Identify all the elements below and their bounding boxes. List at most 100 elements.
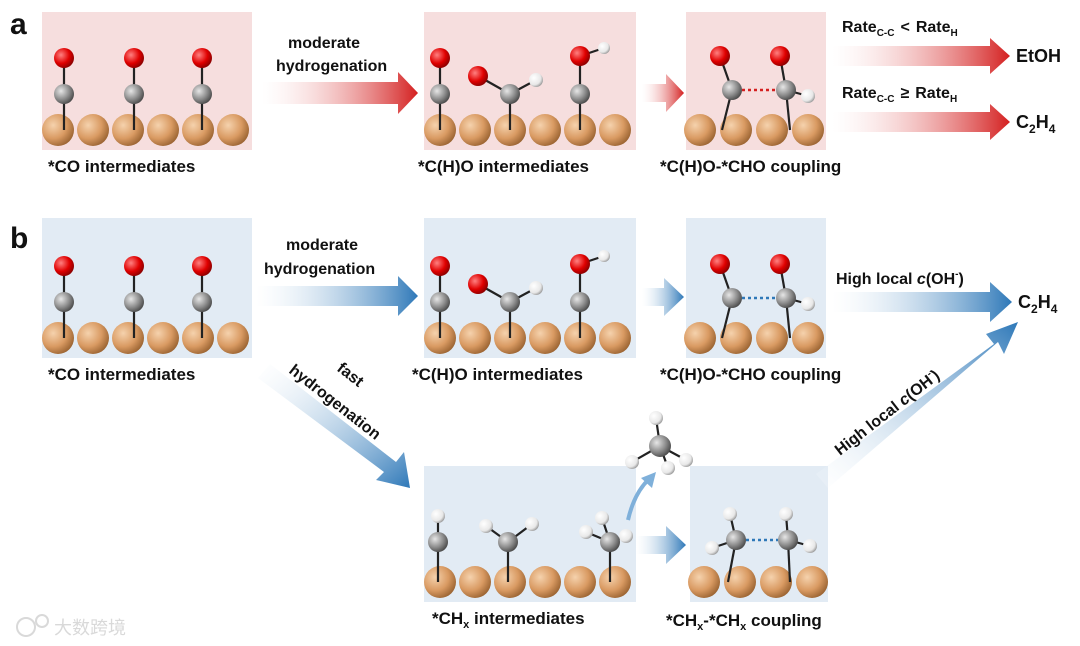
copper-atom xyxy=(42,322,74,354)
copper-atom xyxy=(684,114,716,146)
hydrogen-atom xyxy=(595,511,609,525)
copper-atom xyxy=(792,322,824,354)
copper-atom xyxy=(684,322,716,354)
copper-atom xyxy=(42,114,74,146)
carbon-atom xyxy=(192,292,212,312)
label-co-intermediates-b: *CO intermediates xyxy=(48,365,195,384)
panel-letter-a: a xyxy=(10,8,27,41)
watermark: 大数跨境 xyxy=(16,614,126,638)
carbon-atom xyxy=(722,288,742,308)
carbon-atom xyxy=(570,292,590,312)
carbon-atom xyxy=(776,80,796,100)
carbon-atom xyxy=(600,532,620,552)
oxygen-atom xyxy=(192,48,212,68)
arrow-desorption-ch4 xyxy=(626,472,656,521)
copper-atom xyxy=(424,566,456,598)
carbon-atom xyxy=(722,80,742,100)
rate-condition-etoh: RateC-C<RateH xyxy=(842,19,958,39)
label-co-intermediates-a: *CO intermediates xyxy=(48,157,195,176)
oxygen-atom xyxy=(570,46,590,66)
hydrogen-atom xyxy=(598,250,610,262)
oxygen-atom xyxy=(124,256,144,276)
box-chx-intermediates xyxy=(424,466,636,602)
carbon-atom xyxy=(776,288,796,308)
hydrogen-atom xyxy=(705,541,719,555)
carbon-atom xyxy=(498,532,518,552)
arrow-to-c2h4-a xyxy=(832,104,1010,140)
copper-atom xyxy=(529,322,561,354)
arrow-to-chx-coupling xyxy=(636,526,686,564)
hydrogen-atom xyxy=(801,89,815,103)
label-chx-coupling: *CHx-*CHx coupling xyxy=(666,611,822,633)
hydrogen-atom xyxy=(661,461,675,475)
carbon-atom xyxy=(649,435,671,457)
carbon-atom xyxy=(54,84,74,104)
hydrogen-atom xyxy=(431,509,445,523)
hydrogen-atom xyxy=(625,455,639,469)
copper-atom xyxy=(112,114,144,146)
hydrogen-atom xyxy=(619,529,633,543)
carbon-atom xyxy=(778,530,798,550)
ch4-molecule-desorbed xyxy=(625,411,693,475)
carbon-atom xyxy=(570,84,590,104)
arrow-to-etoh xyxy=(832,38,1010,74)
product-c2h4-a: C2H4 xyxy=(1016,112,1056,136)
oxygen-atom xyxy=(570,254,590,274)
copper-atom xyxy=(564,566,596,598)
hydrogen-atom xyxy=(525,517,539,531)
arrow-label-fast: fast xyxy=(334,360,367,391)
hydrogen-atom xyxy=(779,507,793,521)
hydrogen-atom xyxy=(598,42,610,54)
box-cho-coupling-b xyxy=(684,218,826,358)
product-etoh: EtOH xyxy=(1016,46,1061,66)
copper-atom xyxy=(217,322,249,354)
carbon-atom xyxy=(430,84,450,104)
copper-atom xyxy=(792,114,824,146)
oxygen-atom xyxy=(430,256,450,276)
box-co-intermediates-a xyxy=(42,12,252,150)
copper-atom xyxy=(599,114,631,146)
copper-atom xyxy=(182,114,214,146)
high-local-oh-diagonal: High local c(OH-) xyxy=(831,365,943,459)
copper-atom xyxy=(77,322,109,354)
oxygen-atom xyxy=(710,46,730,66)
hydrogen-atom xyxy=(529,73,543,87)
copper-atom xyxy=(796,566,828,598)
oxygen-atom xyxy=(54,256,74,276)
label-chx-intermediates: *CHx intermediates xyxy=(432,609,585,631)
arrow-to-coupling-a xyxy=(642,74,684,112)
arrow-diagonal-to-c2h4 xyxy=(816,322,1018,488)
hydrogen-atom xyxy=(579,525,593,539)
hydrogen-atom xyxy=(679,453,693,467)
box-chx-coupling xyxy=(688,466,828,602)
box-cho-coupling-a xyxy=(684,12,826,150)
arrow-label-moderate-a: moderate xyxy=(288,35,360,52)
arrow-moderate-hydrogenation-a xyxy=(262,72,418,114)
box-cho-intermediates-a xyxy=(424,12,636,150)
carbon-atom xyxy=(428,532,448,552)
label-cho-coupling-b: *C(H)O-*CHO coupling xyxy=(660,365,841,384)
arrow-to-coupling-b xyxy=(642,278,684,316)
arrow-moderate-hydrogenation-b xyxy=(256,276,418,316)
label-cho-coupling-a: *C(H)O-*CHO coupling xyxy=(660,157,841,176)
copper-atom xyxy=(459,114,491,146)
label-cho-intermediates-a: *C(H)O intermediates xyxy=(418,157,589,176)
label-cho-intermediates-b: *C(H)O intermediates xyxy=(412,365,583,384)
copper-atom xyxy=(720,322,752,354)
carbon-atom xyxy=(124,84,144,104)
oxygen-atom xyxy=(770,254,790,274)
oxygen-atom xyxy=(430,48,450,68)
oxygen-atom xyxy=(710,254,730,274)
copper-atom xyxy=(760,566,792,598)
carbon-atom xyxy=(500,292,520,312)
hydrogen-atom xyxy=(803,539,817,553)
hydrogen-atom xyxy=(529,281,543,295)
copper-atom xyxy=(756,114,788,146)
arrow-fast-hydrogenation xyxy=(258,364,410,488)
oxygen-atom xyxy=(468,66,488,86)
copper-atom xyxy=(688,566,720,598)
hydrogen-atom xyxy=(479,519,493,533)
box-cho-intermediates-b xyxy=(424,218,636,358)
high-local-oh-top: High local c(OH-) xyxy=(836,269,964,288)
oxygen-atom xyxy=(468,274,488,294)
